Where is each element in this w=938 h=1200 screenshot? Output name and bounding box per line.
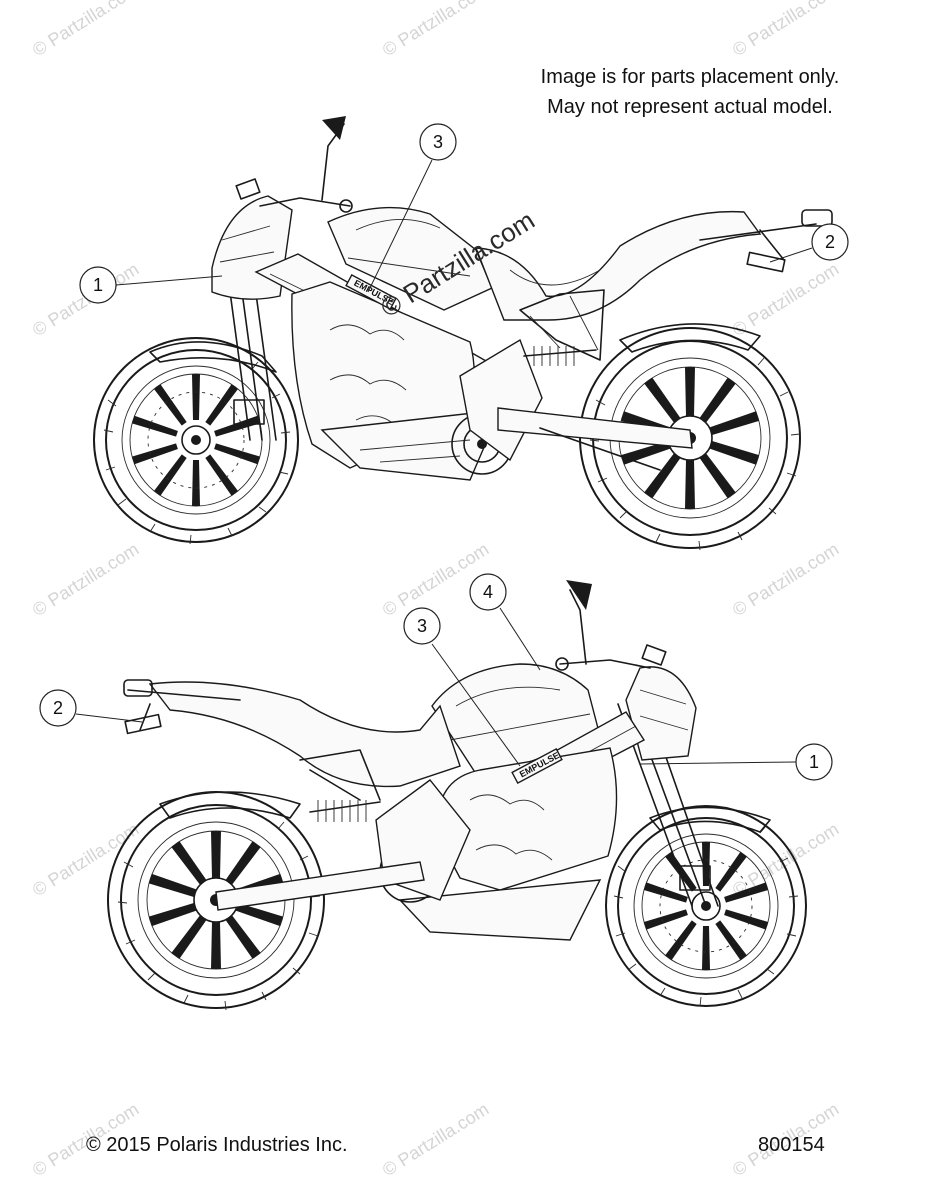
callout-number: 2 [825,232,835,252]
motorcycle-right-side-view: EMPULSE [107,580,807,1011]
placement-note: Image is for parts placement only. May n… [505,62,875,122]
callout-bottom-4: 4 [469,573,541,671]
figure-number: 800154 [758,1134,825,1156]
callout-number: 2 [53,698,63,718]
callout-bottom-2: 2 [39,689,143,727]
callout-top-2: 2 [769,223,849,263]
rear-wheel [107,791,325,1011]
callout-bottom-1: 1 [639,743,833,781]
front-wheel [605,805,807,1007]
callout-top-1: 1 [79,266,223,304]
callout-bottom-3: 3 [403,607,521,767]
placement-note-line1: Image is for parts placement only. [540,66,840,88]
motorcycle-left-side-view: EMPULSE © Partzilla.com [93,116,833,551]
callout-number: 1 [93,275,103,295]
callout-number: 4 [483,582,493,602]
callout-number: 3 [417,616,427,636]
callout-number: 3 [433,132,443,152]
front-wheel [93,337,299,545]
callout-top-3: 3 [367,123,457,293]
copyright-text: © 2015 Polaris Industries Inc. [86,1134,348,1156]
placement-note-line2: May not represent actual model. [547,96,833,118]
callout-number: 1 [809,752,819,772]
